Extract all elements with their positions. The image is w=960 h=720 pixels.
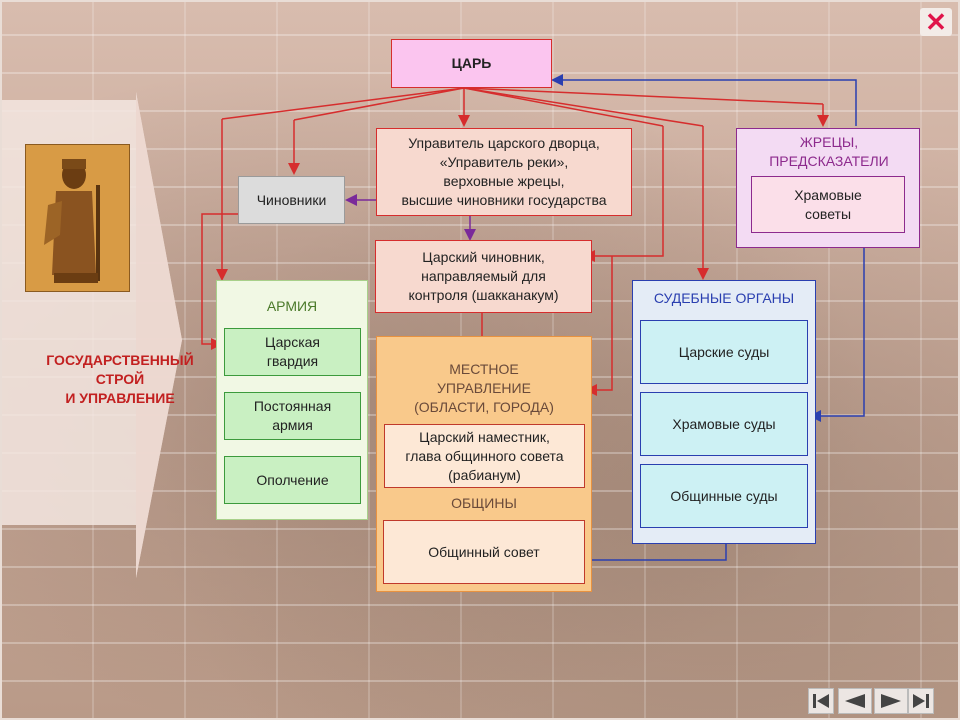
first-slide-icon <box>813 694 829 708</box>
next-slide-button[interactable] <box>874 688 908 714</box>
palace-line-2: «Управитель реки», <box>439 154 569 170</box>
palace-officials-box: Управитель царского дворца, «Управитель … <box>376 128 632 216</box>
next-slide-icon <box>881 694 901 708</box>
courts-title: СУДЕБНЫЕ ОРГАНЫ <box>653 290 795 306</box>
community-courts-box: Общинные суды <box>640 464 808 528</box>
army-item-guard: Царская гвардия <box>224 328 361 376</box>
temple-councils-line-1: Храмовые <box>794 186 862 203</box>
shakkanakum-line-2: направляемый для <box>421 268 546 284</box>
king-box: ЦАРЬ <box>391 39 552 88</box>
shakkanakum-line-1: Царский чиновник, <box>422 249 545 265</box>
last-slide-icon <box>913 694 929 708</box>
temple-courts-box: Храмовые суды <box>640 392 808 456</box>
palace-line-1: Управитель царского дворца, <box>408 135 600 151</box>
temple-councils-line-2: советы <box>804 205 852 222</box>
prev-slide-icon <box>845 694 865 708</box>
communities-title: ОБЩИНЫ <box>451 495 517 511</box>
royal-courts-box: Царские суды <box>640 320 808 384</box>
shakkanakum-box: Царский чиновник, направляемый для контр… <box>375 240 592 313</box>
palace-line-3: верховные жрецы, <box>443 173 565 189</box>
local-government-title: МЕСТНОЕ УПРАВЛЕНИЕ (ОБЛАСТИ, ГОРОДА) <box>414 361 554 415</box>
community-council-box: Общинный совет <box>383 520 585 584</box>
king-label: ЦАРЬ <box>451 55 492 71</box>
diagram-title: ГОСУДАРСТВЕННЫЙ СТРОЙ И УПРАВЛЕНИЕ <box>46 352 194 406</box>
shakkanakum-line-3: контроля (шакканакум) <box>408 287 559 303</box>
army-item-standing-army: Постоянная армия <box>224 392 361 440</box>
officials-label: Чиновники <box>256 191 327 208</box>
officials-box: Чиновники <box>238 176 345 224</box>
priests-title: ЖРЕЦЫ, ПРЕДСКАЗАТЕЛИ <box>769 134 889 169</box>
palace-line-4: высшие чиновники государства <box>401 192 607 208</box>
governor-box: Царский наместник, глава общинного совет… <box>384 424 585 488</box>
close-button[interactable]: ✕ <box>920 6 952 37</box>
prev-slide-button[interactable] <box>838 688 872 714</box>
army-title: АРМИЯ <box>266 298 318 314</box>
temple-councils-box: Храмовые советы <box>751 176 905 233</box>
first-slide-button[interactable] <box>808 688 834 714</box>
king-statue-image <box>25 144 130 292</box>
army-item-militia: Ополчение <box>224 456 361 504</box>
last-slide-button[interactable] <box>908 688 934 714</box>
close-icon: ✕ <box>925 6 947 37</box>
